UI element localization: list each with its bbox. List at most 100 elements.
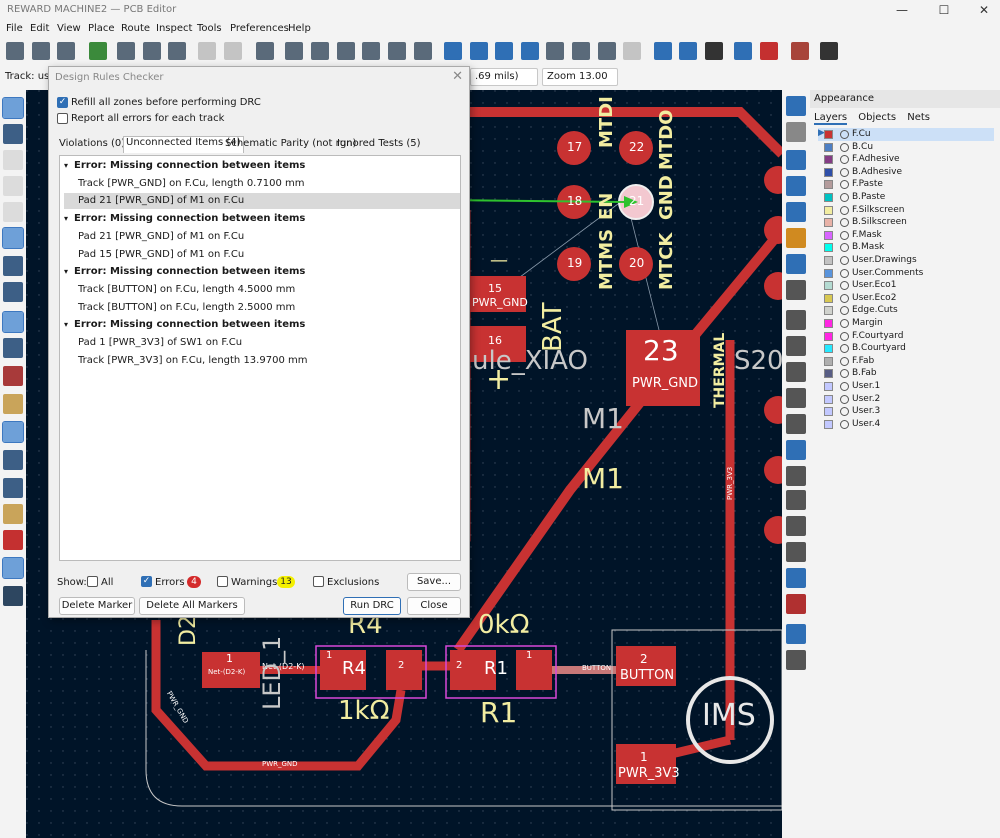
layer-row[interactable]: B.Courtyard xyxy=(818,342,994,355)
rotate-cw-icon[interactable] xyxy=(470,42,488,60)
menu-edit[interactable]: Edit xyxy=(30,23,50,34)
filter-warnings-checkbox[interactable] xyxy=(217,576,228,587)
show-ratsnest-icon[interactable] xyxy=(2,311,24,333)
properties-icon[interactable] xyxy=(3,586,23,606)
error-group[interactable]: ▾Error: Missing connection between items xyxy=(64,317,460,333)
drc-icon[interactable] xyxy=(760,42,778,60)
visibility-eye-icon[interactable] xyxy=(840,155,849,165)
visibility-eye-icon[interactable] xyxy=(840,130,849,139)
layer-color-swatch[interactable] xyxy=(824,319,833,328)
save-icon[interactable] xyxy=(57,42,75,60)
visibility-eye-icon[interactable] xyxy=(840,319,849,328)
error-group[interactable]: ▾Error: Missing connection between items xyxy=(64,211,460,227)
expand-chevron-icon[interactable]: ▾ xyxy=(64,161,69,170)
layer-color-swatch[interactable] xyxy=(824,230,833,240)
undo-icon[interactable] xyxy=(198,42,216,60)
tab-schematic-parity[interactable]: Schematic Parity (not run) xyxy=(225,138,357,149)
grid-icon[interactable] xyxy=(2,97,24,119)
list-item[interactable]: Track [BUTTON] on F.Cu, length 4.5000 mm xyxy=(64,282,460,298)
list-item[interactable]: Track [PWR_GND] on F.Cu, length 0.7100 m… xyxy=(64,176,460,192)
polar-coords-icon[interactable] xyxy=(3,124,23,144)
board-setup-icon[interactable] xyxy=(89,42,107,60)
layer-color-swatch[interactable] xyxy=(824,268,833,278)
run-drc-button[interactable]: Run DRC xyxy=(343,597,401,615)
list-item[interactable]: Track [PWR_3V3] on F.Cu, length 13.9700 … xyxy=(64,353,460,369)
image-icon[interactable] xyxy=(786,466,806,486)
netlist-icon[interactable] xyxy=(734,42,752,60)
tab-nets[interactable]: Nets xyxy=(907,112,931,123)
list-item[interactable]: Pad 21 [PWR_GND] of M1 on F.Cu xyxy=(64,193,460,210)
visibility-eye-icon[interactable] xyxy=(840,230,849,240)
filter-exclusions-checkbox[interactable] xyxy=(313,576,324,587)
list-item[interactable]: Pad 21 [PWR_GND] of M1 on F.Cu xyxy=(64,229,460,245)
layer-row[interactable]: User.Drawings xyxy=(818,254,994,267)
visibility-eye-icon[interactable] xyxy=(840,205,849,215)
add-via-icon[interactable] xyxy=(786,228,806,248)
layer-color-swatch[interactable] xyxy=(824,256,833,265)
menu-route[interactable]: Route xyxy=(121,23,151,34)
delete-icon[interactable] xyxy=(786,594,806,614)
text-icon[interactable] xyxy=(786,490,806,510)
layer-row[interactable]: F.Mask xyxy=(818,229,994,242)
layer-color-swatch[interactable] xyxy=(824,180,833,190)
layer-color-swatch[interactable] xyxy=(824,306,833,316)
layer-color-swatch[interactable] xyxy=(824,394,833,404)
ratsnest-icon[interactable] xyxy=(3,282,23,302)
visibility-eye-icon[interactable] xyxy=(840,256,849,265)
visibility-eye-icon[interactable] xyxy=(840,218,849,228)
high-contrast-icon[interactable] xyxy=(2,421,24,443)
layer-row[interactable]: B.Silkscreen xyxy=(818,216,994,229)
visibility-eye-icon[interactable] xyxy=(840,180,849,190)
layer-row[interactable]: F.Adhesive xyxy=(818,153,994,166)
visibility-eye-icon[interactable] xyxy=(840,369,849,379)
via-sketch-icon[interactable] xyxy=(3,504,23,524)
menu-help[interactable]: Help xyxy=(288,23,311,34)
visibility-eye-icon[interactable] xyxy=(840,394,849,404)
flip-icon[interactable] xyxy=(495,42,513,60)
add-footprint-icon[interactable] xyxy=(786,150,806,170)
dimension-icon[interactable] xyxy=(786,568,806,588)
visibility-eye-icon[interactable] xyxy=(840,356,849,366)
visibility-eye-icon[interactable] xyxy=(840,167,849,177)
draw-circle-icon[interactable] xyxy=(786,388,806,408)
lock-icon[interactable] xyxy=(598,42,616,60)
new-board-icon[interactable] xyxy=(6,42,24,60)
layer-row[interactable]: User.Eco2 xyxy=(818,292,994,305)
layer-color-swatch[interactable] xyxy=(824,205,833,215)
menu-preferences[interactable]: Preferences xyxy=(230,23,289,34)
layer-color-swatch[interactable] xyxy=(824,369,833,379)
layer-color-swatch[interactable] xyxy=(824,281,833,291)
layer-row[interactable]: User.3 xyxy=(818,405,994,418)
layer-color-swatch[interactable] xyxy=(824,407,833,417)
layer-color-swatch[interactable] xyxy=(824,293,833,303)
filter-errors-checkbox[interactable]: ✓ xyxy=(141,576,152,587)
scripting-icon[interactable] xyxy=(705,42,723,60)
layer-row[interactable]: User.4 xyxy=(818,418,994,431)
layer-row[interactable]: Margin xyxy=(818,317,994,330)
layer-row[interactable]: User.1 xyxy=(818,380,994,393)
layer-row[interactable]: B.Cu xyxy=(818,141,994,154)
visibility-eye-icon[interactable] xyxy=(840,306,849,316)
menu-place[interactable]: Place xyxy=(88,23,115,34)
layer-color-swatch[interactable] xyxy=(824,130,833,139)
visibility-eye-icon[interactable] xyxy=(840,142,849,152)
table-icon[interactable] xyxy=(786,542,806,562)
track-sketch-icon[interactable] xyxy=(3,530,23,550)
layer-row[interactable]: F.Silkscreen xyxy=(818,204,994,217)
page-settings-icon[interactable] xyxy=(117,42,135,60)
layer-row[interactable]: Edge.Cuts xyxy=(818,304,994,317)
rotate-ccw-icon[interactable] xyxy=(444,42,462,60)
layer-row[interactable]: ▶F.Cu xyxy=(818,128,994,141)
menu-file[interactable]: File xyxy=(6,23,23,34)
select-icon[interactable] xyxy=(786,96,806,116)
close-window-button[interactable]: ✕ xyxy=(978,3,990,17)
net-color-icon[interactable] xyxy=(3,366,23,386)
expand-chevron-icon[interactable]: ▾ xyxy=(64,320,69,330)
minimize-button[interactable]: — xyxy=(896,3,908,17)
expand-chevron-icon[interactable]: ▾ xyxy=(64,267,69,277)
print-icon[interactable] xyxy=(143,42,161,60)
expand-chevron-icon[interactable]: ▾ xyxy=(64,214,69,224)
layer-color-swatch[interactable] xyxy=(824,243,833,253)
layer-color-swatch[interactable] xyxy=(824,167,833,177)
layer-color-swatch[interactable] xyxy=(824,382,833,391)
